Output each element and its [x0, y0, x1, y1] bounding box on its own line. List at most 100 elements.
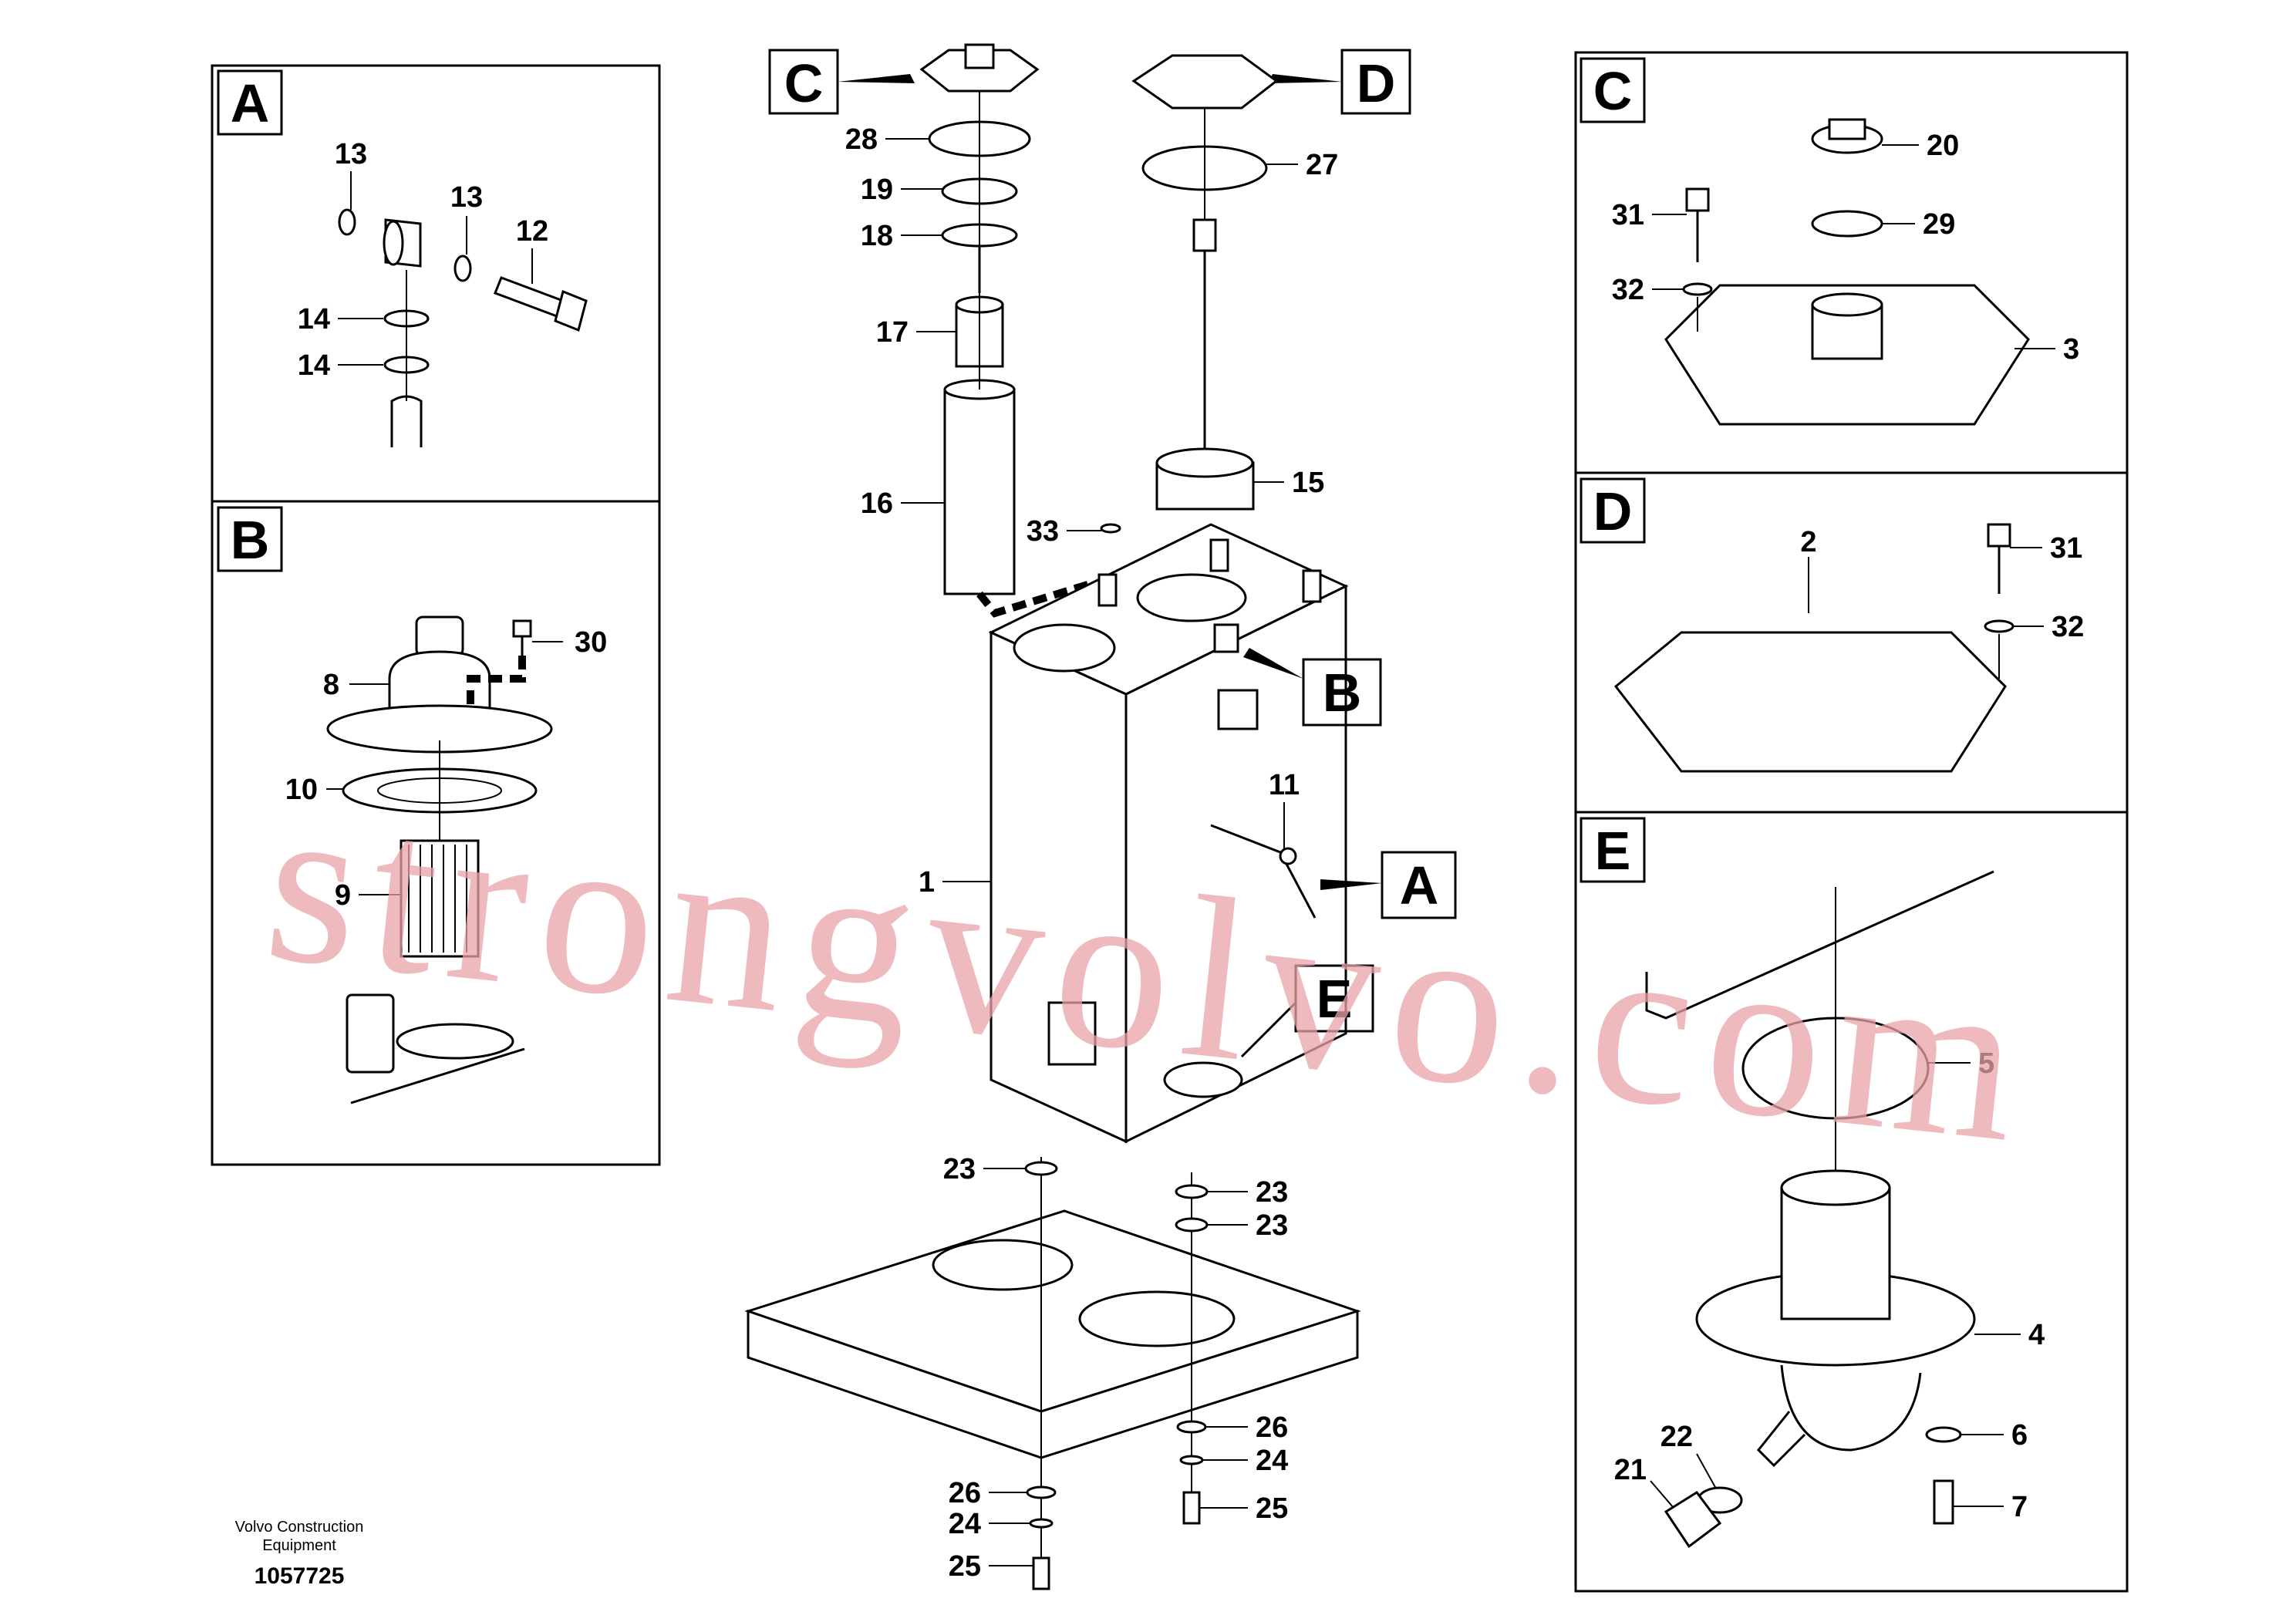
filter-seat-ring [396, 1023, 514, 1060]
callout-a-letter: A [1400, 855, 1439, 916]
label-c-29: 29 [1923, 208, 1955, 241]
washer-32-c-shape [1682, 282, 1713, 296]
suction-4-port [1756, 1411, 1806, 1468]
tank-stud-c [1302, 569, 1322, 603]
tank-top-port-right [1136, 573, 1247, 622]
label-11: 11 [1269, 769, 1300, 801]
label-28: 28 [845, 123, 878, 156]
label-25-left: 25 [949, 1550, 981, 1583]
detail-panel-a: A 13 13 12 14 14 [211, 64, 661, 503]
bolt-12-head [554, 289, 588, 332]
label-c-31: 31 [1612, 199, 1644, 231]
label-26-left: 26 [949, 1477, 981, 1509]
callout-e-letter: E [1317, 969, 1353, 1029]
washer-23-a [1024, 1161, 1058, 1176]
label-18: 18 [861, 220, 893, 252]
label-e-22: 22 [1660, 1421, 1693, 1453]
panel-b-base-line [350, 1047, 525, 1104]
label-c-3: 3 [2063, 333, 2079, 366]
leader-e-21 [1650, 1480, 1674, 1509]
filter-16-shape [943, 388, 1016, 595]
bolt-7-shape [1933, 1479, 1954, 1525]
base-frame-hole-right [1078, 1290, 1236, 1347]
bolt-12-shank [494, 276, 565, 318]
label-a-13-first: 13 [335, 138, 367, 170]
label-d-2: 2 [1800, 526, 1816, 558]
panel-d-letter: D [1593, 481, 1633, 541]
panel-b-letter-box [217, 506, 283, 572]
panel-b-letter: B [231, 510, 270, 570]
o-ring-13b-shape [453, 255, 472, 282]
footer-company-line2: Equipment [262, 1537, 336, 1554]
detail-panel-e: E 5 4 22 6 21 7 [1574, 811, 2129, 1593]
cover-c-shape [919, 49, 1040, 93]
bolt-31-c-head [1685, 187, 1710, 212]
callout-d-letter: D [1357, 53, 1396, 113]
callout-d-arrow [1268, 74, 1342, 83]
panel-a-letter: A [231, 73, 270, 133]
panel-e-letter-box [1580, 817, 1646, 883]
leader-e-22 [1696, 1453, 1717, 1489]
label-b-30: 30 [575, 626, 607, 659]
washer-32-d-shape [1984, 619, 2014, 633]
bolt-30-path [467, 656, 526, 710]
suction-4-tube-top [1780, 1169, 1891, 1206]
washer-23-c [1175, 1217, 1209, 1233]
label-d-32: 32 [2052, 611, 2084, 643]
washer-23-b [1175, 1184, 1209, 1199]
base-frame-hole-left [932, 1239, 1074, 1291]
label-b-9: 9 [335, 879, 351, 912]
label-b-10: 10 [285, 774, 318, 806]
breather-port [1213, 623, 1239, 653]
label-d-31: 31 [2050, 532, 2082, 565]
tank-stud-a [1097, 573, 1118, 607]
label-33: 33 [1027, 515, 1059, 548]
callout-c-arrow [838, 74, 915, 83]
tank-side-flange [1217, 689, 1259, 730]
label-b-8: 8 [323, 669, 339, 701]
suction-outlet [1163, 1061, 1243, 1098]
washer-24-a [1179, 1455, 1204, 1465]
spacer-cylinder [346, 993, 395, 1074]
tank-top-port-left [1013, 623, 1116, 673]
footer-company-line1: Volvo Construction [235, 1519, 364, 1536]
filter-head-cap [415, 615, 464, 657]
label-a-14-first: 14 [298, 303, 330, 336]
label-a-14-second: 14 [298, 349, 330, 382]
label-23-upper: 23 [1256, 1176, 1288, 1209]
panel-e-frame [1574, 811, 2129, 1593]
washer-6-shape [1925, 1426, 1962, 1443]
label-24-left: 24 [949, 1508, 981, 1540]
bolt-31-d-head [1987, 523, 2011, 548]
tank-front-plate [1047, 1001, 1097, 1066]
callout-b-letter: B [1323, 663, 1362, 723]
label-1: 1 [919, 866, 935, 899]
suction-4-elbow [1780, 1364, 1922, 1452]
label-e-21: 21 [1614, 1454, 1647, 1486]
label-27: 27 [1306, 149, 1338, 181]
panel-b-frame [211, 500, 661, 1166]
breather-cap-20-hex [1828, 118, 1866, 140]
label-c-20: 20 [1927, 130, 1959, 162]
panel-e-letter: E [1595, 821, 1631, 881]
label-e-6: 6 [2011, 1419, 2028, 1452]
label-e-4: 4 [2028, 1319, 2045, 1351]
label-15: 15 [1292, 467, 1324, 499]
sensor-21-shape [1664, 1490, 1722, 1549]
callout-b-box [1302, 658, 1382, 727]
label-24-right: 24 [1256, 1445, 1288, 1477]
panel-c-letter-box [1580, 57, 1646, 123]
detail-panel-b: B 8 30 10 9 [211, 500, 661, 1166]
cover-3-boss-top [1811, 292, 1883, 317]
callout-e-line [1240, 1001, 1297, 1058]
label-16: 16 [861, 487, 893, 520]
bolt-25-b [1032, 1556, 1050, 1590]
tank-floor-line [1645, 870, 1994, 1020]
footer-drawing-id: 1057725 [255, 1563, 345, 1589]
panel-c-letter: C [1593, 61, 1633, 121]
filter-element-9-shape [400, 839, 480, 958]
panel-a-frame [211, 64, 661, 503]
label-e-5: 5 [1978, 1047, 1994, 1080]
cover-d-shape [1131, 54, 1279, 110]
